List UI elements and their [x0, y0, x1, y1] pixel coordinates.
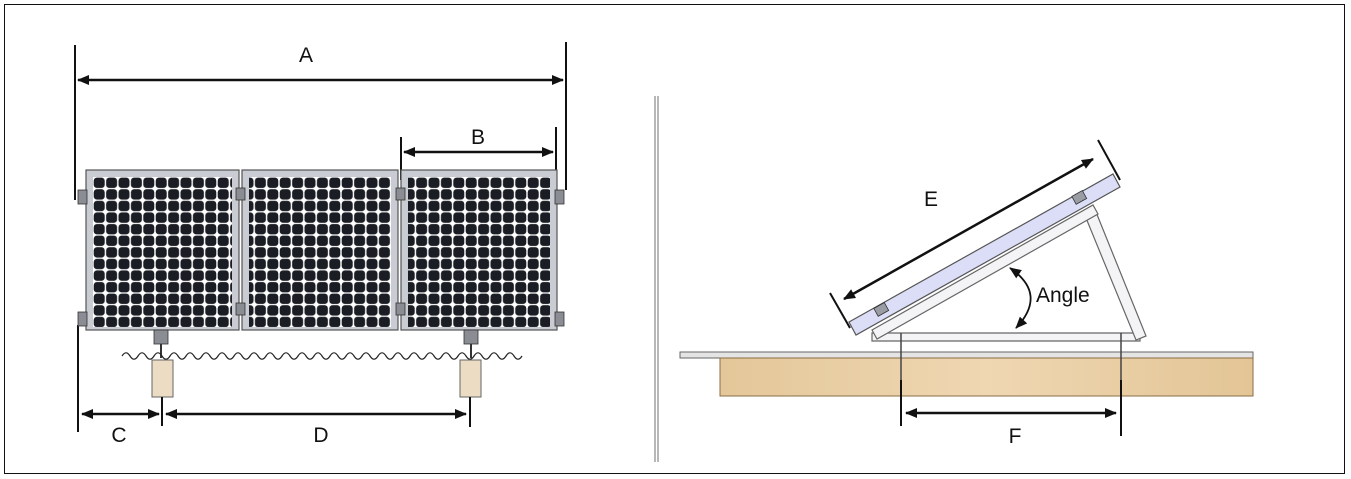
solar-panel-2: [241, 169, 399, 331]
ballast-block-left: [151, 359, 174, 398]
extension-line-e-upper: [1097, 139, 1121, 181]
anchor-bolts: [900, 333, 1122, 380]
solar-panel-3: [400, 169, 558, 331]
dimension-e-arrow: [843, 157, 1094, 301]
front-view: A B: [74, 42, 567, 447]
roof-surface: [679, 351, 1254, 359]
view-divider: [654, 96, 659, 462]
ground-surface: [121, 352, 523, 360]
base-rail: [871, 332, 1141, 342]
tilt-frame: [871, 204, 1147, 342]
panel-clamps: [77, 187, 565, 327]
angle-arc: [1009, 267, 1032, 329]
label-e: E: [924, 188, 938, 211]
label-d: D: [313, 424, 328, 447]
inclined-rail: [871, 204, 1099, 340]
side-view: E Angle F: [679, 139, 1254, 448]
extension-line-e-lower: [829, 292, 851, 329]
label-c: C: [111, 424, 126, 447]
label-b: B: [471, 126, 485, 149]
wooden-base: [719, 357, 1254, 397]
label-a: A: [299, 44, 313, 67]
label-f: F: [1009, 425, 1022, 448]
label-angle: Angle: [1036, 284, 1090, 307]
diagram-frame: [4, 4, 1345, 474]
mount-bracket-left: [153, 329, 169, 358]
ballast-block-right: [459, 359, 482, 398]
solar-panel-1: [85, 169, 240, 331]
rear-leg: [1085, 211, 1147, 341]
mount-bracket-right: [463, 329, 479, 358]
